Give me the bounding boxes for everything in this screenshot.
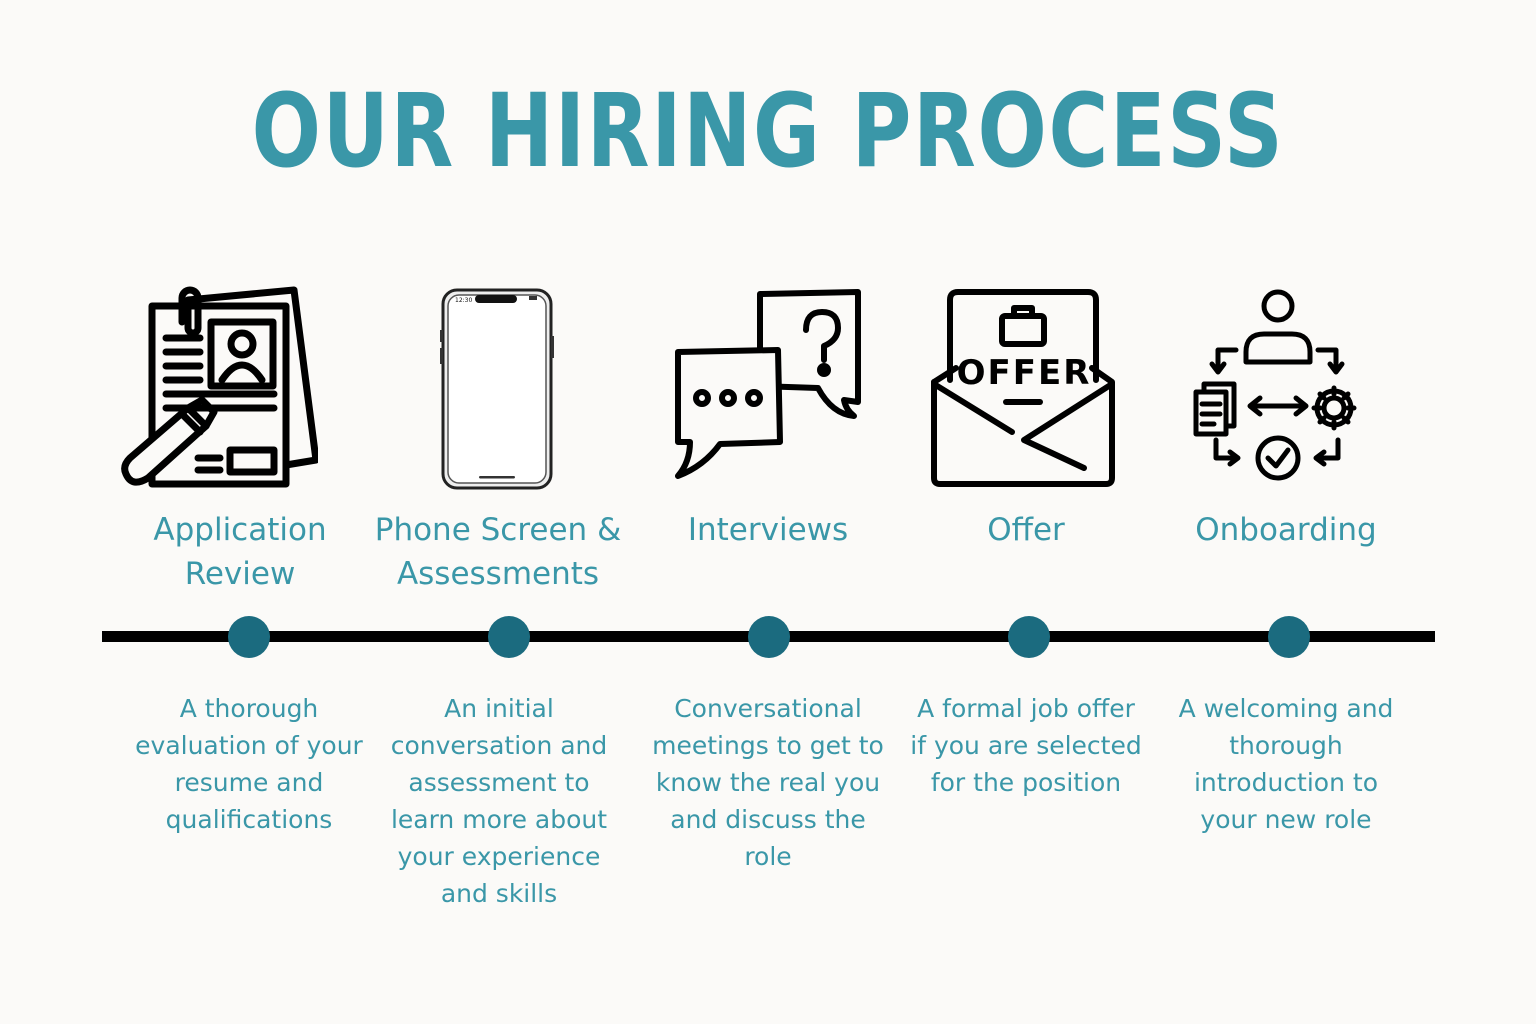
page-title: OUR HIRING PROCESS <box>251 72 1285 191</box>
step-label-offer: Offer <box>891 508 1161 552</box>
offer-text: OFFER <box>957 353 1092 393</box>
offer-envelope-icon: OFFER <box>928 282 1128 492</box>
step-description-offer: A formal job offer if you are selected f… <box>910 694 1142 797</box>
timeline-dot-3 <box>748 616 790 658</box>
timeline-dot-1 <box>228 616 270 658</box>
timeline-dot-5 <box>1268 616 1310 658</box>
step-label-onboarding: Onboarding <box>1151 508 1421 552</box>
phone-time: 12:30 <box>455 297 472 304</box>
step-label-text: Offer <box>987 512 1065 548</box>
timeline-dot-4 <box>1008 616 1050 658</box>
step-label-application-review: Application Review <box>105 508 375 596</box>
step-description-onboarding: A welcoming and thorough introduction to… <box>1178 694 1394 834</box>
step-label-text: Interviews <box>687 512 849 548</box>
step-description-phone-screen: An initial conversation and assessment t… <box>390 694 608 908</box>
step-label-text: Onboarding <box>1195 512 1377 548</box>
step-label-phone-screen: Phone Screen & Assessments <box>363 508 633 596</box>
step-label-text: Phone Screen & Assessments <box>374 512 622 592</box>
step-description-interviews: Conversational meetings to get to know t… <box>652 694 884 871</box>
smartphone-icon: 12:30 <box>395 282 595 492</box>
onboarding-process-icon <box>1188 282 1388 492</box>
step-description-application-review: A thorough evaluation of your resume and… <box>135 694 363 834</box>
step-label-interviews: Interviews <box>633 508 903 552</box>
resume-icon <box>118 282 318 492</box>
step-label-text: Application Review <box>153 512 327 592</box>
chat-bubbles-icon <box>668 282 868 492</box>
timeline-dot-2 <box>488 616 530 658</box>
